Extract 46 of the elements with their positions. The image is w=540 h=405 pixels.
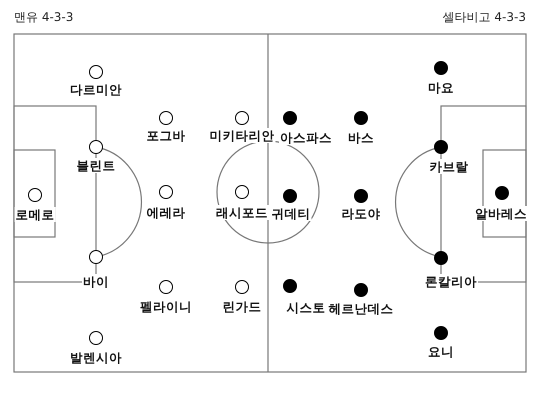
player-marker bbox=[89, 331, 103, 345]
player-marker bbox=[159, 111, 173, 125]
player-marker bbox=[89, 140, 103, 154]
player-name: 마요 bbox=[427, 80, 455, 95]
player-marker bbox=[235, 280, 249, 294]
player-marker bbox=[235, 111, 249, 125]
player-name: 에레라 bbox=[146, 205, 186, 220]
player-marker bbox=[434, 61, 448, 75]
player-name: 발렌시아 bbox=[69, 350, 123, 365]
player-name: 래시포드 bbox=[215, 205, 269, 220]
player-name: 론칼리아 bbox=[424, 274, 478, 289]
player-marker bbox=[354, 283, 368, 297]
player-name: 다르미안 bbox=[69, 82, 123, 97]
player-name: 알바레스 bbox=[474, 206, 528, 221]
player-marker bbox=[283, 111, 297, 125]
player-marker bbox=[434, 251, 448, 265]
player-marker bbox=[89, 250, 103, 264]
player-marker bbox=[159, 185, 173, 199]
player-name: 시스토 bbox=[286, 300, 326, 315]
player-marker bbox=[495, 186, 509, 200]
player-name: 헤르난데스 bbox=[328, 301, 394, 316]
player-name: 카브랄 bbox=[428, 159, 470, 174]
player-name: 미키타리안 bbox=[208, 128, 276, 143]
player-name: 바스 bbox=[347, 130, 375, 145]
player-name: 펠라이니 bbox=[139, 299, 193, 314]
player-name: 아스파스 bbox=[279, 130, 333, 145]
team-formation: 맨유 4-3-3 bbox=[14, 10, 74, 25]
player-name: 블린트 bbox=[76, 158, 116, 173]
player-marker bbox=[283, 189, 297, 203]
player-name: 라도야 bbox=[340, 206, 382, 221]
player-marker bbox=[434, 326, 448, 340]
player-marker bbox=[235, 185, 249, 199]
team-formation: 셀타비고 4-3-3 bbox=[442, 10, 526, 25]
player-name: 린가드 bbox=[222, 299, 262, 314]
player-name: 요니 bbox=[427, 344, 455, 359]
player-marker bbox=[434, 140, 448, 154]
player-marker bbox=[283, 279, 297, 293]
player-name: 귀데티 bbox=[270, 206, 312, 221]
player-marker bbox=[159, 280, 173, 294]
player-name: 로메로 bbox=[14, 207, 56, 222]
player-marker bbox=[89, 65, 103, 79]
player-name: 포그바 bbox=[146, 128, 186, 143]
player-name: 바이 bbox=[82, 274, 110, 289]
player-marker bbox=[28, 188, 42, 202]
player-marker bbox=[354, 189, 368, 203]
player-marker bbox=[354, 111, 368, 125]
